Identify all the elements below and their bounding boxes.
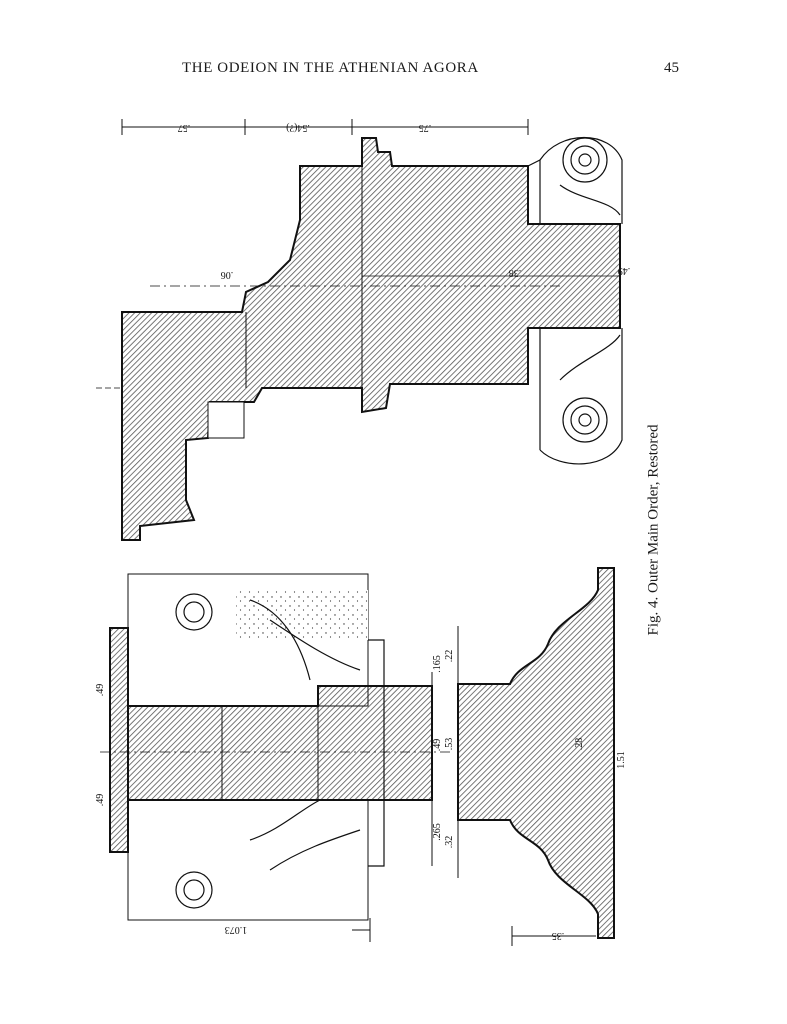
page-number: 45 — [664, 60, 679, 76]
figure-caption: Fig. 4. Outer Main Order, Restored — [645, 424, 662, 636]
dim-top-right: .49 — [618, 265, 631, 276]
bottom-capital-outline-lower — [127, 799, 369, 921]
dim-top-1: .57 — [178, 122, 191, 133]
dim-bottom-right-2: .49 — [432, 739, 443, 752]
dim-bottom-right-1: .165 — [432, 655, 443, 673]
bottom-base-hatch — [457, 567, 615, 939]
dim-bottom-top-2: .49 — [95, 794, 106, 807]
dim-top-shaft: .38 — [509, 267, 522, 278]
dim-top-3: .75 — [419, 122, 432, 133]
dim-base-2: .53 — [444, 738, 455, 751]
dim-top-mid: .06 — [221, 269, 234, 280]
running-title: THE ODEION IN THE ATHENIAN AGORA — [182, 60, 479, 76]
top-section-notch — [207, 401, 245, 439]
bottom-stipple — [236, 590, 368, 640]
caption-wrapper: Fig. 4. Outer Main Order, Restored — [640, 400, 668, 660]
top-section-hatch — [121, 137, 621, 541]
bottom-abacus — [109, 627, 129, 853]
dim-bottom-bottom: .35 — [552, 930, 565, 941]
dim-base-centre: .28 — [574, 738, 585, 751]
dim-bottom-left: 1.073 — [225, 924, 248, 935]
dim-base-right: 1.51 — [616, 751, 627, 769]
top-capital-volute — [527, 137, 623, 465]
dim-base-1: .22 — [444, 650, 455, 663]
dim-base-3: .32 — [444, 836, 455, 849]
bottom-section-drawing: .49 .49 — [95, 567, 627, 946]
dim-bottom-right-3: .265 — [432, 823, 443, 841]
bottom-capital-leaves — [175, 593, 361, 909]
bottom-capital-ring — [368, 639, 385, 867]
dim-bottom-top-1: .49 — [95, 684, 106, 697]
top-section-drawing: .57 .54(?) .75 .06 .38 .49 — [96, 119, 631, 541]
bottom-shaft-hatch — [127, 685, 433, 801]
dim-top-2: .54(?) — [286, 122, 310, 133]
